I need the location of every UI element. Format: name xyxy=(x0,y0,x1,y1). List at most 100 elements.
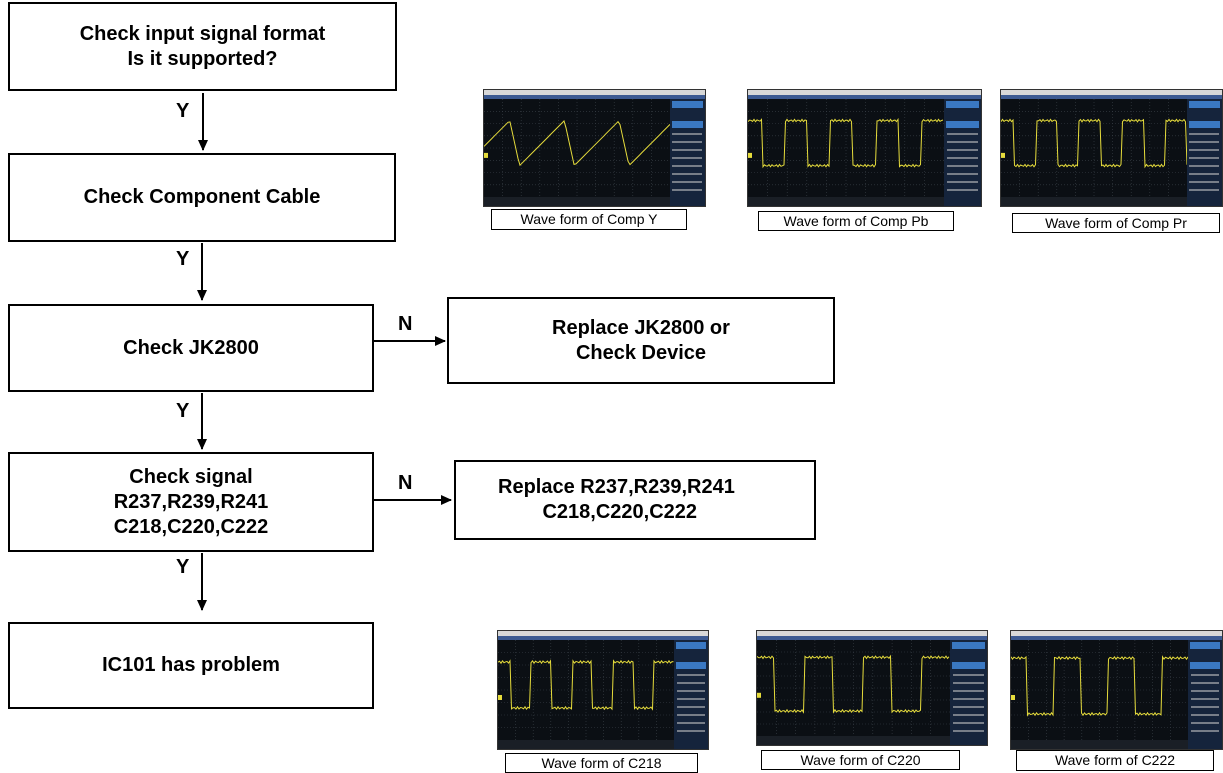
scope-side-panel xyxy=(674,640,708,749)
scope-panel-readout xyxy=(672,165,703,167)
scope-menu-bar xyxy=(498,631,708,636)
scope-panel-button xyxy=(1190,662,1220,669)
scope-panel-readout xyxy=(953,706,985,708)
scope-panel-readout xyxy=(1189,181,1220,183)
scope-panel-readout xyxy=(953,714,985,716)
scope-panel-readout xyxy=(1190,730,1220,732)
scope-comp-pb xyxy=(747,89,982,207)
scope-menu-bar xyxy=(748,90,981,95)
scope-panel-readout xyxy=(946,173,979,175)
scope-trace xyxy=(1001,118,1187,169)
scope-panel-readout xyxy=(953,682,985,684)
scope-c222 xyxy=(1010,630,1223,750)
scope-trace xyxy=(484,120,670,167)
scope-channel-marker xyxy=(1001,152,1005,158)
yes-label-2: Y xyxy=(176,248,190,270)
scope-comp-pr xyxy=(1000,89,1223,207)
scope-panel-readout xyxy=(1190,698,1220,700)
scope-panel-readout xyxy=(1190,714,1220,716)
scope-c218 xyxy=(497,630,709,750)
check-input-format-box: Check input signal format Is it supporte… xyxy=(8,2,397,91)
scope-panel-readout xyxy=(1189,189,1220,191)
caption-c218: Wave form of C218 xyxy=(505,753,698,773)
scope-panel-readout xyxy=(953,722,985,724)
scope-panel-readout xyxy=(672,141,703,143)
scope-panel-readout xyxy=(946,181,979,183)
scope-panel-button xyxy=(1188,101,1220,108)
scope-side-panel xyxy=(1186,99,1222,206)
scope-panel-readout xyxy=(677,690,706,692)
scope-panel-readout xyxy=(672,173,703,175)
scope-trace xyxy=(498,659,674,711)
no-label-2: N xyxy=(398,472,413,494)
scope-panel-readout xyxy=(946,165,979,167)
caption-comp-y: Wave form of Comp Y xyxy=(491,209,687,230)
scope-title-bar xyxy=(484,95,705,99)
yes-label-3: Y xyxy=(176,400,190,422)
scope-panel-readout xyxy=(953,698,985,700)
no-label-1: N xyxy=(398,313,413,335)
scope-panel-readout xyxy=(677,698,706,700)
scope-panel-readout xyxy=(953,674,985,676)
scope-side-panel xyxy=(943,99,981,206)
scope-panel-readout xyxy=(677,682,706,684)
scope-panel-button xyxy=(952,662,985,669)
scope-panel-readout xyxy=(672,181,703,183)
scope-panel-readout xyxy=(1190,690,1220,692)
scope-screen xyxy=(498,640,674,740)
ic101-problem-box: IC101 has problem xyxy=(8,622,374,709)
scope-panel-readout xyxy=(672,133,703,135)
scope-panel-readout xyxy=(1190,674,1220,676)
scope-c220 xyxy=(756,630,988,746)
scope-panel-button xyxy=(1188,121,1220,128)
scope-panel-readout xyxy=(672,189,703,191)
scope-trace xyxy=(748,117,944,169)
scope-panel-button xyxy=(671,121,703,128)
scope-panel-readout xyxy=(1189,149,1220,151)
scope-panel-readout xyxy=(946,133,979,135)
check-signal-box: Check signal R237,R239,R241 C218,C220,C2… xyxy=(8,452,374,552)
scope-panel-readout xyxy=(946,149,979,151)
scope-title-bar xyxy=(757,636,987,640)
scope-status-bar xyxy=(748,197,944,206)
scope-panel-readout xyxy=(677,722,706,724)
scope-panel-readout xyxy=(677,730,706,732)
scope-panel-readout xyxy=(1189,165,1220,167)
scope-title-bar xyxy=(748,95,981,99)
scope-screen xyxy=(757,640,950,736)
scope-panel-readout xyxy=(953,730,985,732)
scope-panel-readout xyxy=(946,189,979,191)
check-component-cable-box: Check Component Cable xyxy=(8,153,396,242)
yes-label-4: Y xyxy=(176,556,190,578)
caption-comp-pb: Wave form of Comp Pb xyxy=(758,211,954,231)
scope-comp-y xyxy=(483,89,706,207)
scope-trace xyxy=(1011,655,1188,717)
scope-panel-button xyxy=(676,642,706,649)
scope-menu-bar xyxy=(1001,90,1222,95)
scope-panel-readout xyxy=(1190,706,1220,708)
scope-side-panel xyxy=(1188,640,1222,749)
scope-status-bar xyxy=(757,736,950,745)
scope-panel-readout xyxy=(1189,173,1220,175)
scope-side-panel xyxy=(669,99,705,206)
scope-menu-bar xyxy=(484,90,705,95)
caption-comp-pr: Wave form of Comp Pr xyxy=(1012,213,1220,233)
scope-panel-readout xyxy=(1190,682,1220,684)
scope-status-bar xyxy=(498,740,674,749)
scope-screen xyxy=(484,99,670,197)
scope-panel-readout xyxy=(946,157,979,159)
scope-status-bar xyxy=(484,197,670,206)
scope-panel-button xyxy=(671,101,703,108)
scope-panel-readout xyxy=(1189,133,1220,135)
scope-panel-readout xyxy=(1189,157,1220,159)
scope-status-bar xyxy=(1001,197,1187,206)
replace-parts-box: Replace R237,R239,R241 C218,C220,C222 xyxy=(454,460,816,540)
scope-panel-button xyxy=(952,642,985,649)
scope-panel-readout xyxy=(1190,722,1220,724)
scope-panel-button xyxy=(1190,642,1220,649)
scope-channel-marker xyxy=(1011,695,1015,700)
scope-channel-marker xyxy=(484,152,488,158)
scope-panel-readout xyxy=(1189,141,1220,143)
scope-panel-readout xyxy=(677,714,706,716)
